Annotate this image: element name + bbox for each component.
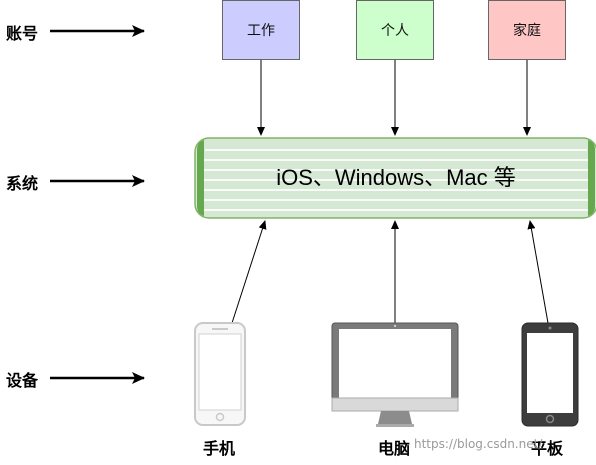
- account-box-work: 工作: [222, 0, 300, 60]
- account-label-work: 工作: [247, 23, 275, 39]
- monitor-icon: [331, 322, 459, 427]
- row-label-account: 账号: [6, 24, 39, 43]
- tablet-icon: [521, 322, 579, 427]
- arrow-phone-to-system: [231, 220, 267, 324]
- device-label-tablet: 平板: [531, 439, 564, 458]
- account-label-family: 家庭: [513, 23, 541, 39]
- device-label-phone: 手机: [203, 439, 236, 458]
- watermark: https://blog.csdn.net/: [414, 437, 543, 451]
- account-label-personal: 个人: [381, 23, 409, 39]
- account-box-family: 家庭: [488, 0, 566, 60]
- row-label-device: 设备: [6, 371, 39, 390]
- account-box-personal: 个人: [356, 0, 434, 60]
- phone-icon: [194, 322, 246, 426]
- row-label-system: 系统: [6, 174, 39, 193]
- device-label-computer: 电脑: [378, 439, 411, 458]
- system-band: [194, 137, 596, 219]
- arrow-tablet-to-system: [527, 220, 549, 324]
- system-label: iOS、Windows、Mac 等: [276, 165, 516, 190]
